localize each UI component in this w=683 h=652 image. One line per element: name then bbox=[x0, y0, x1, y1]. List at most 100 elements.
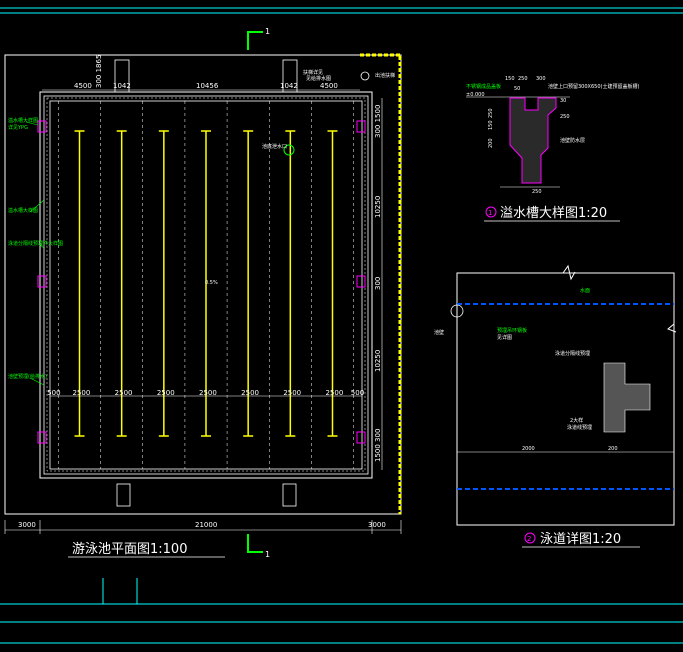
drain-note: 池底泄水口 bbox=[262, 143, 287, 150]
lane-width-label: 2500 bbox=[241, 389, 259, 397]
detail-marker-1-icon bbox=[485, 206, 497, 218]
lane-marking bbox=[285, 130, 296, 437]
svg-text:1042: 1042 bbox=[280, 82, 298, 90]
bottom-box-right bbox=[282, 483, 297, 507]
lane-width-label: 2500 bbox=[199, 389, 217, 397]
svg-text:1: 1 bbox=[488, 209, 492, 217]
top-dimension-line: 4500 1042 10456 1042 4500 300 1865 bbox=[42, 55, 360, 91]
lane-marking bbox=[243, 130, 254, 437]
svg-text:4500: 4500 bbox=[320, 82, 338, 90]
svg-text:池壁防水层: 池壁防水层 bbox=[560, 137, 585, 144]
svg-text:300: 300 bbox=[536, 76, 546, 82]
pool-water-outline bbox=[49, 100, 363, 470]
lane-width-label: 2500 bbox=[325, 389, 343, 397]
lane-separators bbox=[58, 101, 354, 469]
overflow-section-profile bbox=[509, 97, 557, 184]
svg-text:泳道线预埋: 泳道线预埋 bbox=[567, 424, 592, 431]
site-boundary bbox=[4, 54, 402, 515]
wall-marker-icon bbox=[450, 304, 464, 318]
lane-width-dimensions: 500 2500 2500 2500 2500 2500 2500 2500 500 bbox=[47, 389, 364, 397]
svg-text:2大样: 2大样 bbox=[570, 417, 583, 424]
north-marker-icon bbox=[360, 71, 370, 81]
lane-width-label: 500 bbox=[47, 389, 60, 397]
left-note-1: 溢水槽大样图 bbox=[8, 117, 38, 124]
svg-text:200: 200 bbox=[608, 446, 618, 452]
slope-label: 0.5% bbox=[205, 280, 218, 286]
ladders bbox=[37, 120, 366, 444]
svg-text:150: 150 bbox=[505, 76, 515, 82]
svg-text:2000: 2000 bbox=[522, 446, 535, 452]
overflow-detail: 150 250 300 ±0.000 250 50 200 150 250 30… bbox=[466, 76, 639, 222]
svg-text:30: 30 bbox=[560, 98, 566, 104]
left-note-5: 池壁预埋(给排水) bbox=[8, 373, 47, 380]
lane-marking bbox=[327, 130, 338, 437]
svg-text:见详图: 见详图 bbox=[497, 334, 512, 341]
ladder-note: 扶梯详见 bbox=[303, 69, 323, 76]
svg-text:250: 250 bbox=[518, 76, 528, 82]
svg-text:4500: 4500 bbox=[74, 82, 92, 90]
top-box-left bbox=[114, 59, 130, 93]
svg-text:300 1865: 300 1865 bbox=[95, 55, 103, 88]
top-right-note: 出池扶梯 bbox=[375, 72, 395, 79]
svg-text:21000: 21000 bbox=[195, 521, 217, 529]
left-note-3: 溢水槽大样图 bbox=[8, 207, 38, 214]
pool-deck-outline bbox=[39, 91, 373, 479]
left-note-2: 详见YPG bbox=[8, 124, 28, 131]
lane-marking bbox=[201, 130, 211, 437]
section-mark-top: 1 bbox=[247, 27, 270, 50]
svg-text:250: 250 bbox=[488, 108, 494, 118]
svg-text:250: 250 bbox=[532, 189, 542, 195]
drain-marker-icon bbox=[283, 144, 295, 156]
svg-text:3000: 3000 bbox=[368, 521, 386, 529]
svg-text:200: 200 bbox=[488, 138, 494, 148]
svg-text:池壁上口预留300X650(士建预留盖板槽): 池壁上口预留300X650(士建预留盖板槽) bbox=[548, 83, 639, 90]
lane-detail-title: 泳道详图1:20 bbox=[540, 532, 621, 547]
svg-text:50: 50 bbox=[514, 86, 520, 92]
lane-detail: 水面 池壁 预埋吊环钢板 见详图 泳道分隔线预埋 2大样 泳道线预埋 2000 … bbox=[434, 264, 677, 548]
lane-markings bbox=[74, 130, 338, 437]
lane-width-label: 500 bbox=[351, 389, 364, 397]
drain-note-2: 见给排水图 bbox=[306, 75, 331, 82]
section-mark-bottom: 1 bbox=[247, 534, 270, 559]
svg-text:1500 300: 1500 300 bbox=[374, 429, 382, 462]
lane-width-label: 2500 bbox=[73, 389, 91, 397]
lane-anchor-block bbox=[603, 362, 651, 433]
svg-text:1042: 1042 bbox=[113, 82, 131, 90]
top-box-right bbox=[282, 59, 298, 93]
lane-marking bbox=[74, 130, 85, 437]
svg-text:1: 1 bbox=[265, 550, 270, 559]
pool-plan: 1 1 池底泄水口 0.5% 出池扶梯 扶梯详见 见给排水图 溢水槽大样图 详见… bbox=[4, 27, 402, 559]
svg-text:不锈钢成品盖板: 不锈钢成品盖板 bbox=[466, 83, 501, 90]
bottom-box-left bbox=[116, 483, 131, 507]
lane-width-label: 2500 bbox=[115, 389, 133, 397]
left-note-4: 泳道分隔线预埋件大样图 bbox=[8, 240, 63, 247]
right-dimension-line: 300 1500 10250 300 10250 1500 300 bbox=[374, 98, 383, 470]
svg-text:3000: 3000 bbox=[18, 521, 36, 529]
svg-text:池壁: 池壁 bbox=[434, 329, 444, 336]
lane-marking bbox=[158, 130, 169, 437]
lane-detail-frame bbox=[456, 272, 675, 526]
svg-text:10250: 10250 bbox=[374, 196, 382, 218]
drawing-frame bbox=[0, 7, 683, 644]
svg-text:1: 1 bbox=[265, 27, 270, 36]
svg-text:±0.000: ±0.000 bbox=[466, 92, 485, 98]
overflow-detail-title: 溢水槽大样图1:20 bbox=[500, 206, 607, 221]
lane-marking bbox=[116, 130, 127, 437]
svg-text:10456: 10456 bbox=[196, 82, 219, 90]
svg-text:泳道分隔线预埋: 泳道分隔线预埋 bbox=[555, 350, 590, 357]
lane-width-label: 2500 bbox=[157, 389, 175, 397]
svg-text:水面: 水面 bbox=[580, 287, 590, 294]
svg-text:10250: 10250 bbox=[374, 350, 382, 372]
bottom-dimension-line: 3000 21000 3000 bbox=[4, 520, 402, 534]
lane-width-label: 2500 bbox=[283, 389, 301, 397]
plan-title: 游泳池平面图1:100 bbox=[72, 542, 187, 557]
svg-text:150: 150 bbox=[488, 120, 494, 130]
svg-text:250: 250 bbox=[560, 114, 570, 120]
pool-overflow-outline bbox=[43, 95, 369, 475]
svg-text:300: 300 bbox=[374, 277, 382, 290]
svg-text:预埋吊环钢板: 预埋吊环钢板 bbox=[497, 327, 527, 334]
detail-marker-2-icon bbox=[524, 532, 536, 544]
svg-text:2: 2 bbox=[527, 535, 531, 543]
